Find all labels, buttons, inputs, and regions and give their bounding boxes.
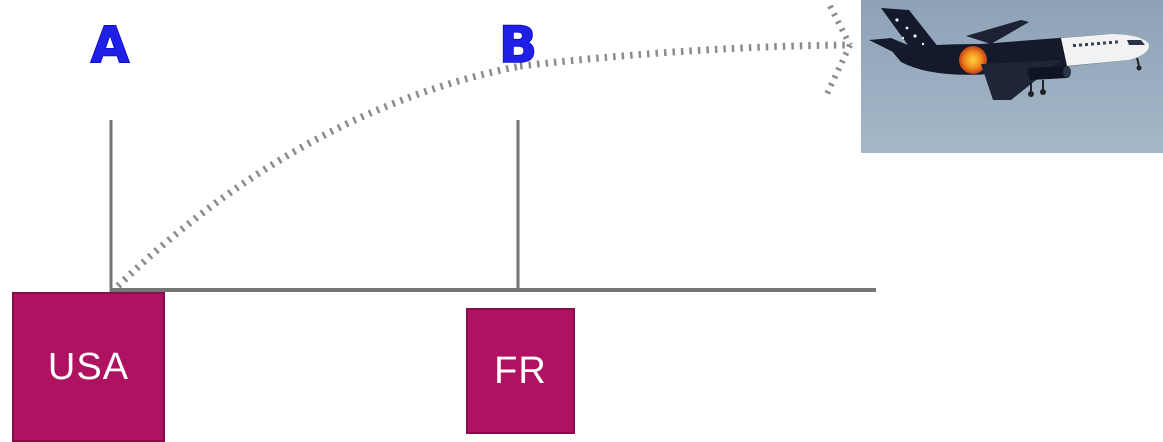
point-a-label: A xyxy=(91,16,130,74)
usa-box: USA xyxy=(12,292,165,442)
usa-label: USA xyxy=(47,345,130,388)
airplane-icon xyxy=(869,8,1150,100)
fr-label: FR xyxy=(494,349,547,392)
flight-path-arrow-down xyxy=(823,43,853,98)
fr-box: FR xyxy=(466,308,575,434)
flight-path-arrow-up xyxy=(827,4,853,47)
flight-path-cruise xyxy=(519,41,851,70)
airplane-photo xyxy=(861,0,1163,153)
point-b-label: B xyxy=(499,16,537,74)
flight-path-climb xyxy=(115,62,521,289)
